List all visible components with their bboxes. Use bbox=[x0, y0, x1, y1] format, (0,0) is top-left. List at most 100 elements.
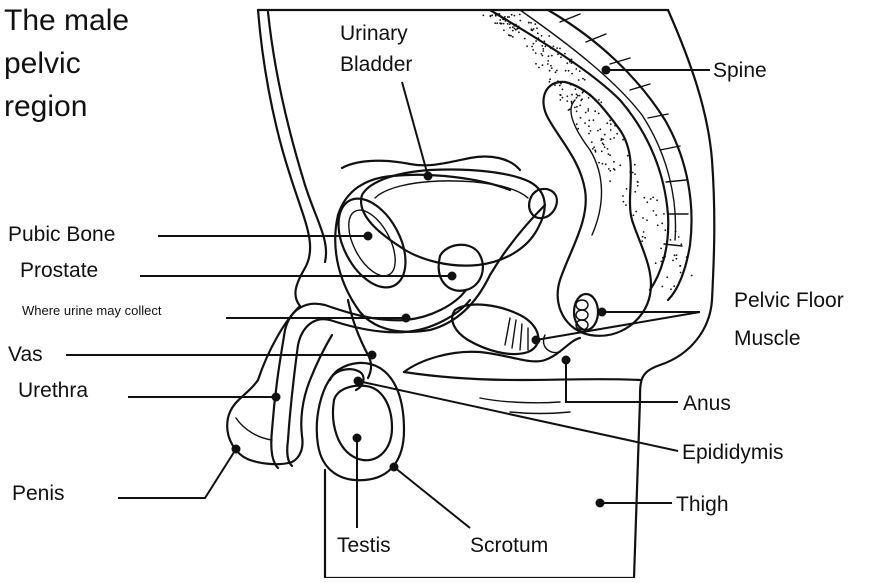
stipple-dot bbox=[676, 288, 678, 290]
leader-pelvic-2 bbox=[536, 312, 700, 340]
stipple-dot bbox=[533, 43, 535, 45]
stipple-dot bbox=[534, 23, 536, 25]
stipple-dot bbox=[538, 37, 540, 39]
stipple-dot bbox=[674, 254, 676, 256]
dot-spine bbox=[602, 66, 611, 75]
stipple-dot bbox=[562, 97, 564, 99]
vertebra-dividers bbox=[560, 14, 688, 246]
label-testis: Testis bbox=[337, 534, 391, 557]
dot-urine bbox=[402, 314, 411, 323]
stipple-dot bbox=[559, 85, 561, 87]
dot-pelvic-1 bbox=[598, 308, 607, 317]
label-anus: Anus bbox=[683, 392, 731, 415]
stipple-dot bbox=[609, 120, 611, 122]
label-pelvic-floor-1: Pelvic Floor bbox=[734, 289, 844, 312]
stipple-dot bbox=[549, 70, 551, 72]
stipple-dot bbox=[598, 99, 600, 101]
stipple-dot bbox=[609, 180, 611, 182]
title-line-1: The male bbox=[4, 4, 129, 37]
stipple-dot bbox=[678, 236, 680, 238]
stipple-dot bbox=[542, 50, 544, 52]
stipple-dot bbox=[646, 219, 648, 221]
stipple-dot bbox=[600, 101, 602, 103]
stipple-dot bbox=[542, 55, 544, 57]
stipple-dot bbox=[604, 146, 606, 148]
stipple-dot bbox=[503, 23, 505, 25]
stipple-dot bbox=[634, 164, 636, 166]
stipple-dot bbox=[613, 137, 615, 139]
stipple-dot bbox=[507, 16, 509, 18]
diagram-title: The male pelvic region bbox=[4, 4, 129, 123]
stipple-dot bbox=[613, 161, 615, 163]
stipple-dot bbox=[556, 47, 558, 49]
stipple-dot bbox=[496, 22, 498, 24]
stipple-dot bbox=[577, 95, 579, 97]
abdomen-outline bbox=[258, 10, 310, 306]
label-spine: Spine bbox=[713, 59, 767, 82]
stipple-dot bbox=[577, 128, 579, 130]
stipple-dot bbox=[509, 35, 511, 37]
stipple-dot bbox=[614, 169, 616, 171]
stipple-dot bbox=[660, 261, 662, 263]
stipple-dot bbox=[571, 73, 573, 75]
stipple-dot bbox=[653, 210, 655, 212]
stipple-dot bbox=[634, 173, 636, 175]
stipple-dot bbox=[632, 172, 634, 174]
dot-scrotum bbox=[390, 463, 399, 472]
stipple-dot bbox=[646, 201, 648, 203]
dot-penis bbox=[232, 445, 241, 454]
stipple-dot bbox=[623, 201, 625, 203]
stipple-dot bbox=[511, 14, 513, 16]
stipple-dot bbox=[499, 22, 501, 24]
stipple-dot bbox=[672, 260, 674, 262]
stipple-dot bbox=[670, 288, 672, 290]
stipple-dot bbox=[676, 258, 678, 260]
stipple-dot bbox=[579, 95, 581, 97]
stipple-dot bbox=[502, 18, 504, 20]
stipple-dot bbox=[587, 108, 589, 110]
stipple-dot bbox=[575, 68, 577, 70]
stipple-dot bbox=[571, 94, 573, 96]
stipple-dot bbox=[535, 52, 537, 54]
stipple-dot bbox=[553, 46, 555, 48]
stipple-dot bbox=[606, 122, 608, 124]
stipple-dot bbox=[557, 53, 559, 55]
stipple-dot bbox=[588, 125, 590, 127]
labels: Urinary Bladder Spine Pubic Bone Prostat… bbox=[8, 22, 844, 557]
stipple-dot bbox=[564, 53, 566, 55]
stipple-dot bbox=[652, 197, 654, 199]
stipple-dot bbox=[512, 26, 514, 28]
stipple-dot bbox=[666, 276, 668, 278]
stipple-dot bbox=[579, 70, 581, 72]
stipple-dot bbox=[619, 164, 621, 166]
stipple-dot bbox=[501, 17, 503, 19]
stipple-dot bbox=[662, 257, 664, 259]
stipple-dot bbox=[530, 22, 532, 24]
stipple-dot bbox=[598, 113, 600, 115]
stipple-dot bbox=[602, 139, 604, 141]
stipple-dot bbox=[663, 213, 665, 215]
stipple-dot bbox=[657, 224, 659, 226]
stipple-dot bbox=[550, 65, 552, 67]
stipple-dot bbox=[580, 99, 582, 101]
label-vas: Vas bbox=[8, 343, 43, 366]
dot-vas bbox=[368, 351, 377, 360]
dot-urethra bbox=[272, 393, 281, 402]
stipple-dot bbox=[601, 150, 603, 152]
thigh-lower-line bbox=[325, 470, 634, 578]
stipple-dot bbox=[680, 272, 682, 274]
stipple-dot bbox=[513, 23, 515, 25]
leader-bladder bbox=[402, 82, 428, 176]
stipple-dot bbox=[602, 163, 604, 165]
stipple-dot bbox=[609, 154, 611, 156]
stipple-dot bbox=[548, 35, 550, 37]
stipple-dot bbox=[597, 130, 599, 132]
stipple-dot bbox=[576, 111, 578, 113]
stipple-dot bbox=[610, 138, 612, 140]
stipple-dot bbox=[571, 101, 573, 103]
prostate-shape bbox=[439, 245, 483, 291]
title-line-2: pelvic bbox=[4, 47, 81, 80]
stipple-dot bbox=[507, 23, 509, 25]
stipple-dot bbox=[576, 93, 578, 95]
stipple-dot bbox=[670, 239, 672, 241]
